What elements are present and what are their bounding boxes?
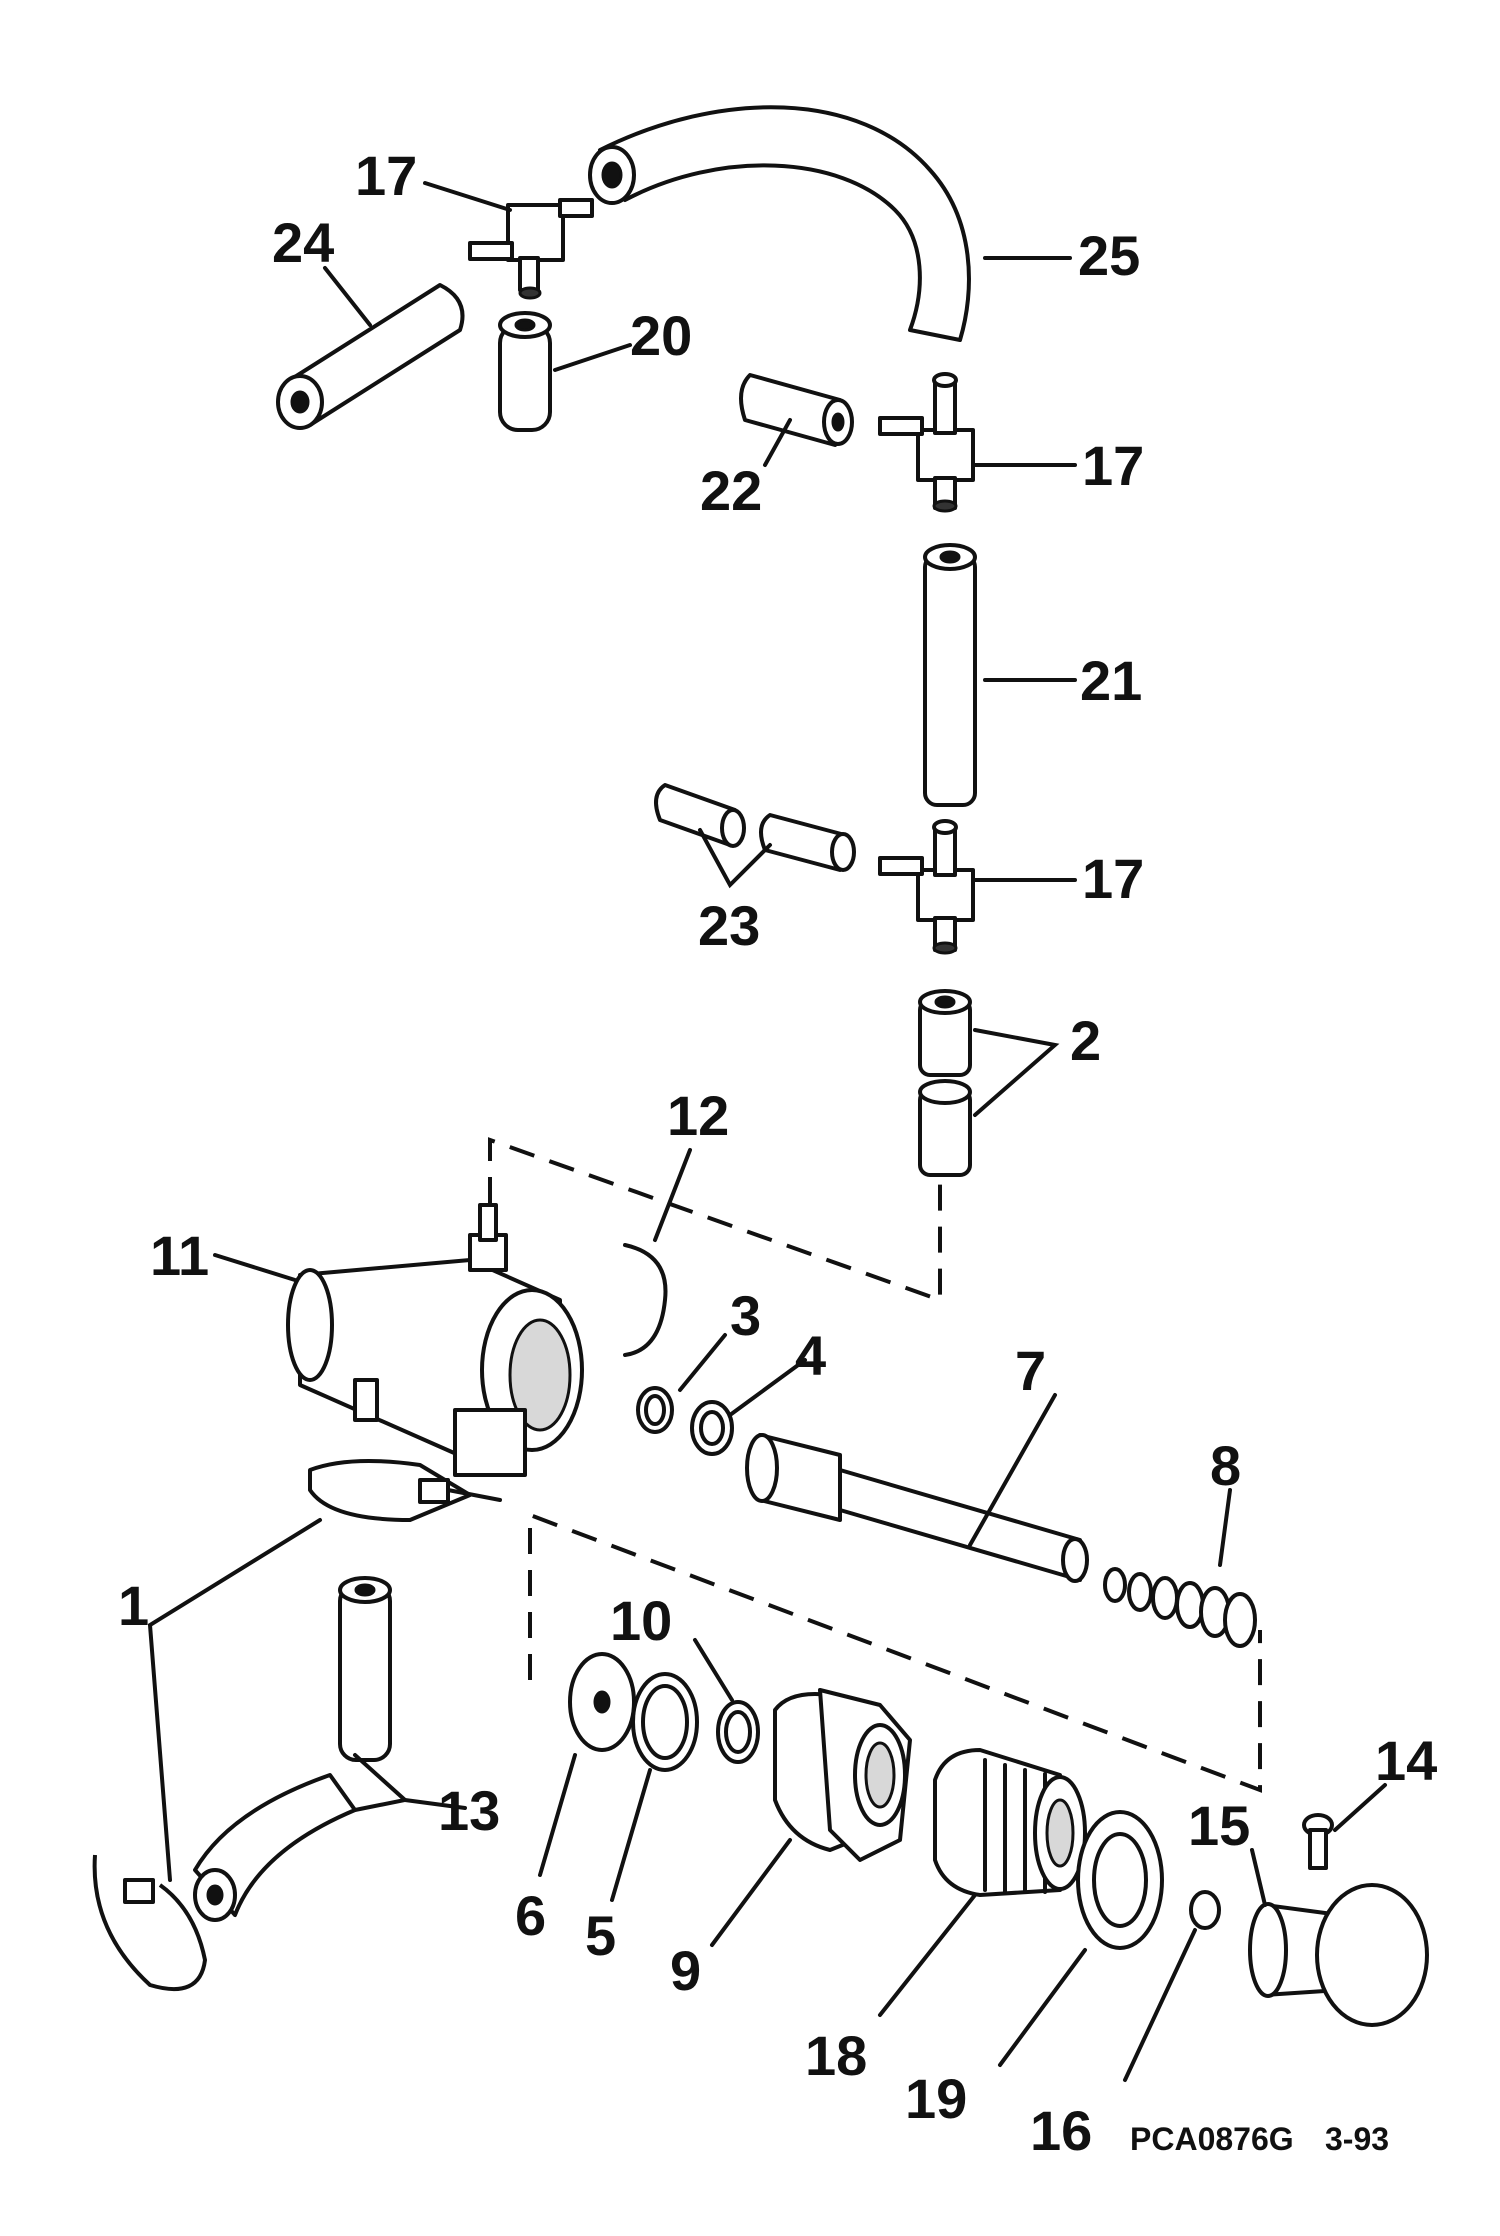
callout-12: 12 <box>667 1084 729 1147</box>
part-10-ring <box>716 1700 760 1764</box>
callout-8: 8 <box>1210 1434 1241 1497</box>
part-18-threaded-housing <box>933 1748 1087 1897</box>
date-code-label: 3-93 <box>1325 2121 1389 2157</box>
part-code-label: PCA0876G <box>1130 2121 1294 2157</box>
part-19-retainer <box>1076 1810 1164 1950</box>
callout-4: 4 <box>795 1324 826 1387</box>
part-22-short-hose <box>739 373 854 447</box>
callout-1: 1 <box>118 1574 149 1637</box>
part-9-valve-seat <box>773 1688 912 1862</box>
footer-codes: PCA0876G 3-93 <box>1130 2121 1389 2157</box>
callout-3: 3 <box>730 1284 761 1347</box>
part-11-valve-body <box>286 1203 584 1477</box>
part-14-screw <box>1302 1813 1334 1870</box>
part-23-short-hoses <box>654 783 856 872</box>
callout-22: 22 <box>700 459 762 522</box>
callout-15: 15 <box>1188 1794 1250 1857</box>
part-17-tee-fitting-lower <box>878 819 975 955</box>
callout-20: 20 <box>630 304 692 367</box>
leader-lines <box>147 181 1387 2082</box>
part-25-curved-hose <box>588 105 971 342</box>
callout-10: 10 <box>610 1589 672 1652</box>
part-8-spring <box>1103 1567 1257 1648</box>
part-1-cable-ties <box>92 1459 502 1992</box>
callout-17-middle: 17 <box>1082 434 1144 497</box>
part-13-hoses <box>193 1576 392 1922</box>
callout-24: 24 <box>272 211 334 274</box>
callout-19: 19 <box>905 2067 967 2130</box>
callout-25: 25 <box>1078 224 1140 287</box>
part-15-primer-knob <box>1248 1883 1429 2027</box>
callout-23: 23 <box>698 894 760 957</box>
part-21-long-tube <box>923 543 977 807</box>
callout-21: 21 <box>1080 649 1142 712</box>
part-12-retaining-clip <box>623 1243 668 1357</box>
part-24-hose <box>276 283 465 430</box>
part-20-short-hose <box>498 311 552 432</box>
callout-labels: 17 24 25 20 17 22 21 17 23 2 12 11 3 4 7… <box>118 144 1437 2162</box>
part-7-plunger-shaft <box>745 1433 1089 1583</box>
part-6-washer <box>568 1652 636 1752</box>
callout-17-lower: 17 <box>1082 847 1144 910</box>
callout-7: 7 <box>1015 1339 1046 1402</box>
assembly-dashed-lines <box>488 1137 1262 1793</box>
part-2-hose-pieces <box>918 989 972 1177</box>
part-16-small-ring <box>1189 1890 1221 1930</box>
part-17-tee-fitting-upper <box>468 198 594 300</box>
callout-5: 5 <box>585 1904 616 1967</box>
part-4-o-ring <box>690 1400 734 1456</box>
part-3-o-ring <box>636 1386 674 1434</box>
callout-14: 14 <box>1375 1729 1437 1792</box>
callout-2: 2 <box>1070 1009 1101 1072</box>
part-5-ring <box>631 1672 699 1772</box>
part-17-tee-fitting-middle <box>878 372 975 513</box>
callout-13: 13 <box>438 1779 500 1842</box>
callout-11: 11 <box>150 1224 209 1287</box>
callout-9: 9 <box>670 1939 701 2002</box>
callout-16: 16 <box>1030 2099 1092 2162</box>
callout-18: 18 <box>805 2024 867 2087</box>
callout-17-upper: 17 <box>355 144 417 207</box>
callout-6: 6 <box>515 1884 546 1947</box>
